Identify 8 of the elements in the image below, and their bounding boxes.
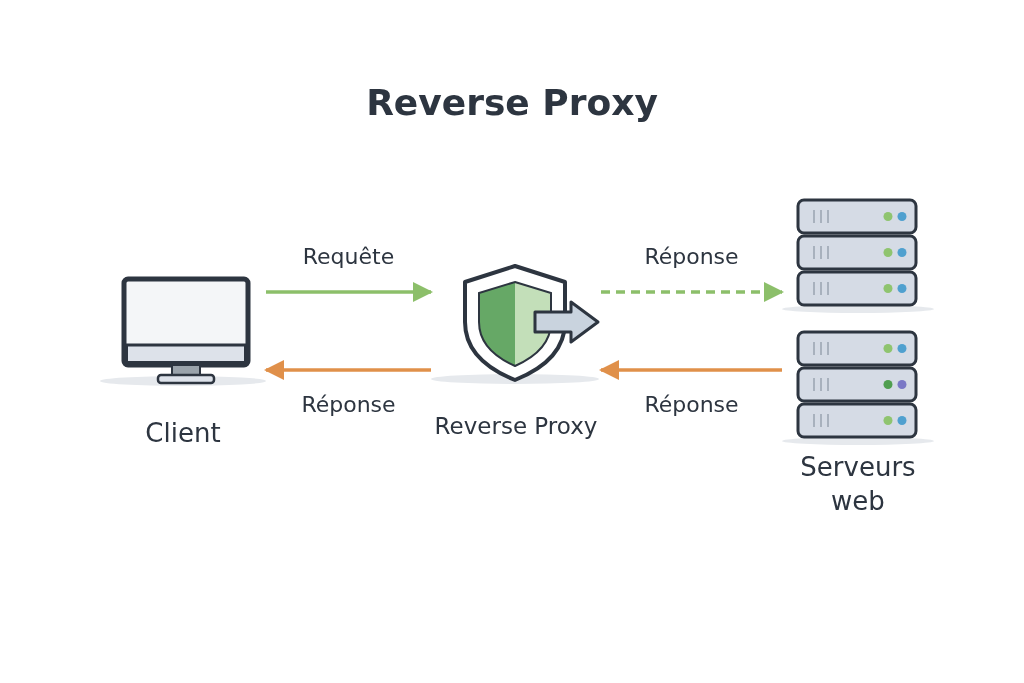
node-label: Reverse Proxy bbox=[433, 412, 599, 441]
arrow bbox=[264, 360, 431, 380]
node-label: Serveurs web bbox=[799, 451, 917, 518]
arrow bbox=[601, 282, 784, 302]
node-label: Client bbox=[144, 417, 222, 450]
arrow bbox=[599, 360, 782, 380]
arrow bbox=[266, 282, 433, 302]
diagram-title: Reverse Proxy bbox=[365, 81, 659, 125]
